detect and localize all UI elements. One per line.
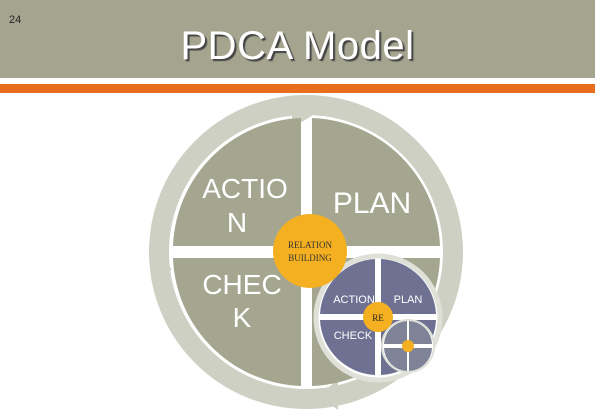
- quadrant-action: [173, 118, 301, 246]
- mini-center-label: RE: [372, 313, 384, 323]
- check-label-line2: K: [233, 302, 252, 333]
- mini-quadrant-plan: [381, 259, 436, 314]
- mini-check-label: CHECK: [334, 330, 373, 342]
- arrow-bottom-icon: [318, 380, 338, 410]
- mini-quadrant-check: [320, 320, 375, 375]
- plan-label: PLAN: [333, 187, 411, 220]
- action-label-line1: ACTIO: [202, 173, 288, 204]
- page-number: 24: [9, 14, 22, 26]
- arrow-left-icon: [150, 252, 172, 270]
- center-label-line2: BUILDING: [288, 253, 332, 263]
- accent-line: [0, 84, 595, 93]
- tiny-center-dot: [402, 340, 414, 352]
- mini-plan-label: PLAN: [394, 294, 423, 306]
- mini-action-label: ACTION: [333, 294, 375, 306]
- center-label-line1: RELATION: [288, 240, 332, 250]
- check-label-line1: CHEC: [202, 269, 281, 300]
- quadrant-check: [173, 258, 301, 386]
- mini-pdca: ACTION PLAN CHECK RE: [313, 253, 443, 383]
- slide-title: PDCA Model: [180, 24, 415, 68]
- quadrant-plan: [312, 118, 440, 246]
- mini-center: [363, 302, 393, 332]
- header-bar: [0, 0, 595, 78]
- action-label-line2: N: [227, 207, 247, 238]
- mini-quadrant-action: [320, 259, 375, 314]
- arrow-right-icon: [443, 230, 462, 254]
- center-circle: [273, 214, 347, 288]
